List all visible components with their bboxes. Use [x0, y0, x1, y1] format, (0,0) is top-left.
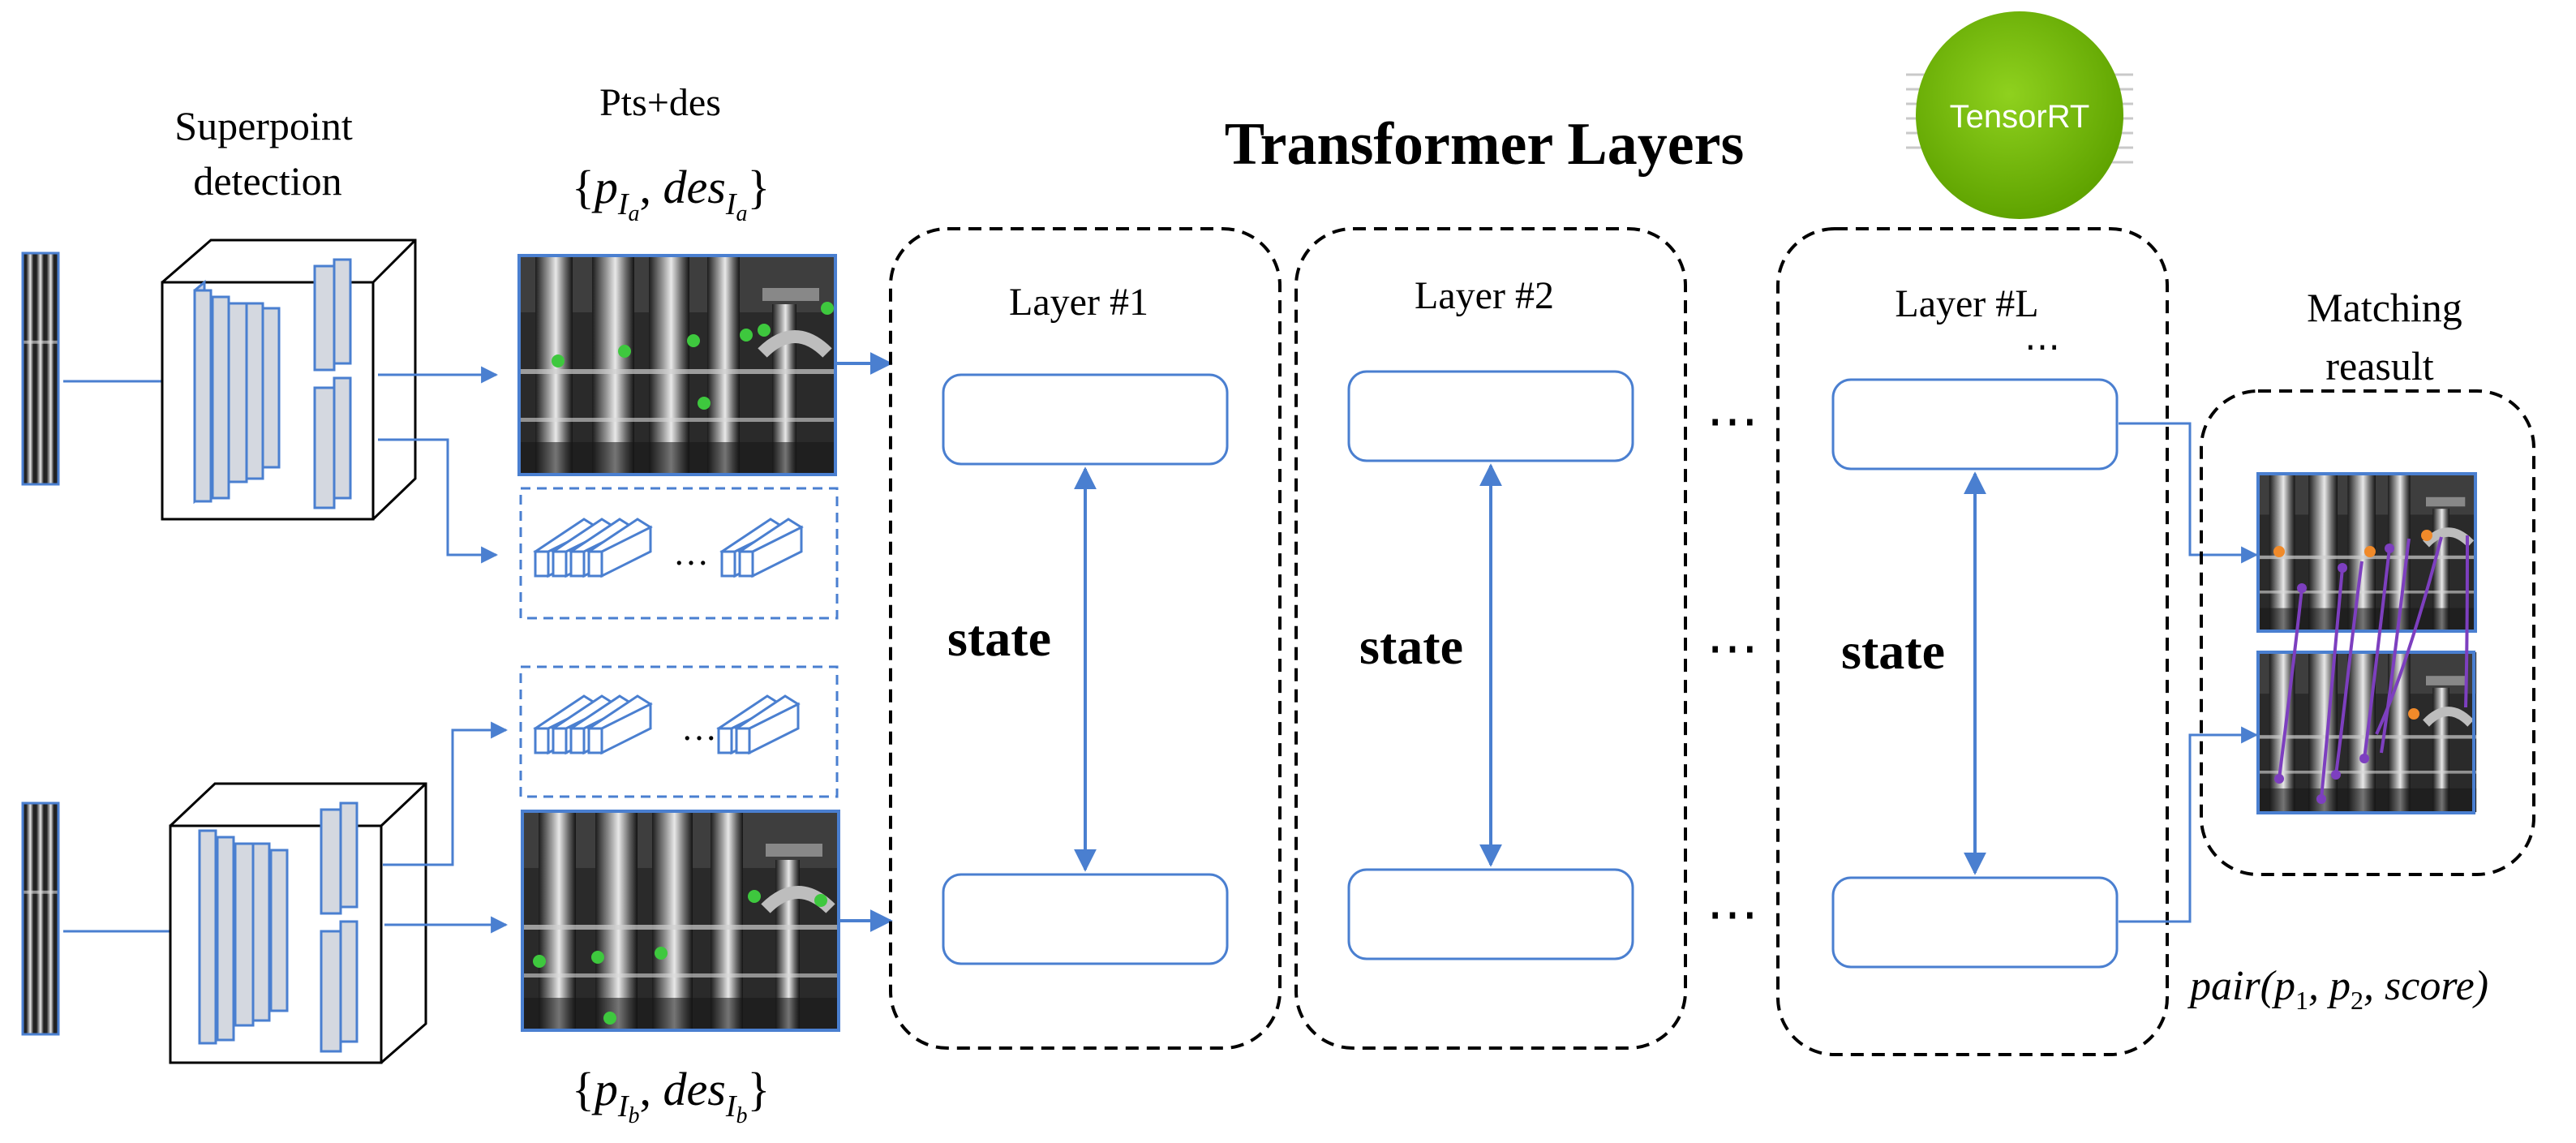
layer-1-top-block: [942, 373, 1229, 466]
tensorrt-logo-icon: [1916, 11, 2123, 219]
match-image-a: [2258, 474, 2476, 631]
arrow-cube-b-to-descriptors: [383, 721, 509, 866]
arrow-layer-l-top-to-match: [2119, 422, 2259, 564]
arrow-layer-l-bottom-to-match: [2119, 726, 2259, 923]
feature-slabs-a: [193, 258, 352, 509]
match-points: [2273, 530, 2432, 804]
arrow-cube-a-to-descriptors: [378, 438, 499, 564]
between-layers-ellipsis-top: ⋯: [1707, 392, 1758, 449]
tensorrt-label: TensorRT: [1950, 99, 2090, 135]
set-a-formula: {pIa, desIa}: [572, 161, 770, 226]
layer-l-bottom-block: [1831, 876, 2119, 969]
transformer-layer-1: Layer #1 state: [889, 227, 1282, 1050]
layer-l-state: state: [1841, 622, 1945, 680]
keypoints-b: [533, 890, 827, 1025]
keypoints-a: [552, 302, 834, 410]
layer-2-state: state: [1359, 617, 1463, 675]
matching-label-line2: reasult: [2325, 343, 2433, 389]
descriptor-ellipsis-b: …: [681, 708, 717, 748]
layer-1-label: Layer #1: [1009, 281, 1148, 324]
input-image-a: [21, 251, 60, 486]
feature-slabs-b: [198, 801, 358, 1053]
layer-1-bottom-block: [942, 873, 1229, 965]
layer-2-label: Layer #2: [1415, 274, 1554, 317]
superpoint-label-line2: detection: [193, 158, 341, 204]
layer-2-top-block: [1347, 370, 1634, 462]
layer-2-bottom-block: [1347, 868, 1634, 960]
transformer-layer-l: Layer #L ⋯ state: [1776, 227, 2169, 1056]
matching-result-frame: [2200, 389, 2535, 876]
set-b-formula: {pIb, desIb}: [572, 1063, 770, 1128]
layer-1-state: state: [947, 609, 1051, 667]
match-lines: [2278, 535, 2469, 800]
layer-l-dots: ⋯: [2024, 327, 2060, 367]
transformer-layer-2: Layer #2 state: [1294, 227, 1687, 1050]
matching-label-line1: Matching: [2307, 285, 2462, 330]
pts-des-label: Pts+des: [599, 81, 721, 124]
pair-formula: pair(p1, p2, score): [2187, 963, 2488, 1015]
superpoint-label-line1: Superpoint: [174, 103, 353, 148]
keypoint-image-b: [522, 811, 839, 1030]
between-layers-ellipsis-mid: ⋯: [1707, 619, 1758, 677]
title: Transformer Layers: [1225, 111, 1745, 178]
keypoint-image-a: [519, 256, 835, 475]
match-image-b: [2258, 652, 2476, 813]
input-image-b: [21, 801, 60, 1036]
descriptor-box-a: …: [519, 487, 839, 620]
layer-l-top-block: [1831, 378, 2119, 471]
layer-l-label: Layer #L: [1895, 282, 2038, 325]
descriptor-box-b: …: [519, 665, 839, 798]
tensorrt-badge: TensorRT: [1906, 11, 2133, 219]
between-layers-ellipsis-bottom: ⋯: [1707, 885, 1758, 943]
descriptor-ellipsis-a: …: [673, 533, 709, 573]
